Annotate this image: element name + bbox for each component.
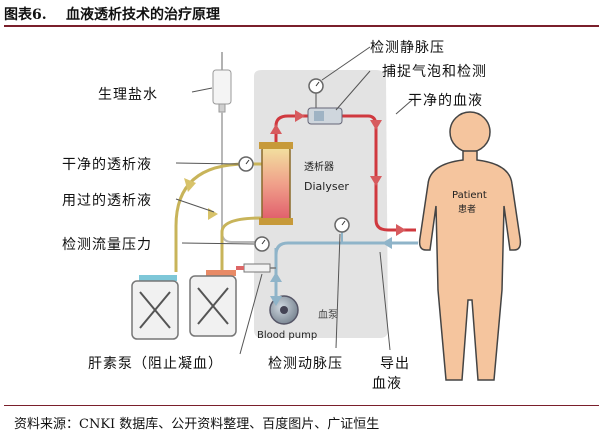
pointer-arterial — [335, 233, 341, 349]
label-clean-blood: 干净的血液 — [408, 93, 483, 109]
arterial-pressure-gauge-icon — [334, 217, 350, 243]
dialysate-canister-left-icon — [131, 275, 179, 340]
pointer-out-blood — [379, 251, 391, 351]
pointer-clean-dialysate — [175, 162, 239, 165]
figure-number: 图表6. — [4, 7, 47, 23]
label-flow-pressure: 检测流量压力 — [62, 237, 152, 253]
label-venous-pressure: 检测静脉压 — [370, 40, 445, 56]
dialyser-en-label: Dialyser — [304, 180, 349, 193]
pointer-venous-pressure — [321, 46, 371, 81]
patient-figure-icon — [418, 111, 522, 381]
label-saline: 生理盐水 — [98, 87, 158, 103]
saline-bag-icon — [212, 52, 262, 243]
bottom-rule — [4, 405, 599, 406]
bubble-trap-icon — [307, 107, 343, 125]
arrow-red-5 — [396, 224, 406, 236]
dialysate-gauge-icon — [238, 156, 254, 172]
arrow-red-1 — [270, 124, 282, 134]
dialyser-cn-label: 透析器 — [304, 160, 334, 173]
venous-blood-line — [274, 114, 416, 232]
arrow-blue-1 — [270, 272, 282, 282]
dialysis-diagram: 透析器 Dialyser Blood pump 血泵 — [131, 46, 522, 381]
label-bubble-trap: 捕捉气泡和检测 — [382, 64, 487, 80]
label-out-blood-1: 导出 — [380, 356, 410, 372]
pointer-clean-blood — [395, 99, 413, 115]
figure-title: 血液透析技术的治疗原理 — [66, 7, 220, 23]
flow-pressure-gauge-icon — [254, 236, 270, 252]
label-clean-dialysate: 干净的透析液 — [62, 157, 152, 173]
arrow-red-3 — [370, 120, 382, 130]
pointer-flow-pressure — [181, 242, 255, 245]
heparin-pump-icon — [236, 263, 276, 273]
pointer-saline — [191, 87, 213, 93]
arrow-red-2 — [295, 110, 305, 122]
label-out-blood-2: 血液 — [372, 376, 402, 392]
arrow-red-4 — [370, 176, 382, 186]
blood-pump-cn-label: 血泵 — [318, 308, 338, 321]
pointer-heparin — [239, 273, 263, 355]
arrow-blue-3 — [382, 237, 392, 249]
arrow-yellow-2 — [208, 208, 218, 220]
arrow-blue-2 — [270, 296, 282, 306]
label-used-dialysate: 用过的透析液 — [62, 193, 152, 209]
pointer-used-dialysate — [175, 198, 215, 213]
top-rule — [4, 25, 599, 27]
label-arterial-pressure: 检测动脉压 — [268, 356, 343, 372]
figure-header: 图表6. 血液透析技术的治疗原理 — [4, 4, 599, 26]
pointer-lines — [175, 46, 413, 355]
source-note: 资料来源：CNKI 数据库、公开资料整理、百度图片、广证恒生 — [14, 417, 380, 432]
label-heparin-pump: 肝素泵（阻止凝血） — [88, 356, 223, 372]
arrow-yellow-1 — [184, 178, 196, 192]
patient-en-label: Patient — [452, 190, 487, 201]
patient-cn-label: 患者 — [458, 203, 476, 215]
machine-panel — [254, 70, 388, 338]
blood-pump-label: Blood pump — [257, 330, 317, 341]
dialysate-canister-right-icon — [189, 270, 237, 337]
pointer-bubble-trap — [335, 70, 371, 111]
dialyser-icon — [259, 142, 293, 225]
venous-pressure-gauge-icon — [308, 78, 324, 108]
